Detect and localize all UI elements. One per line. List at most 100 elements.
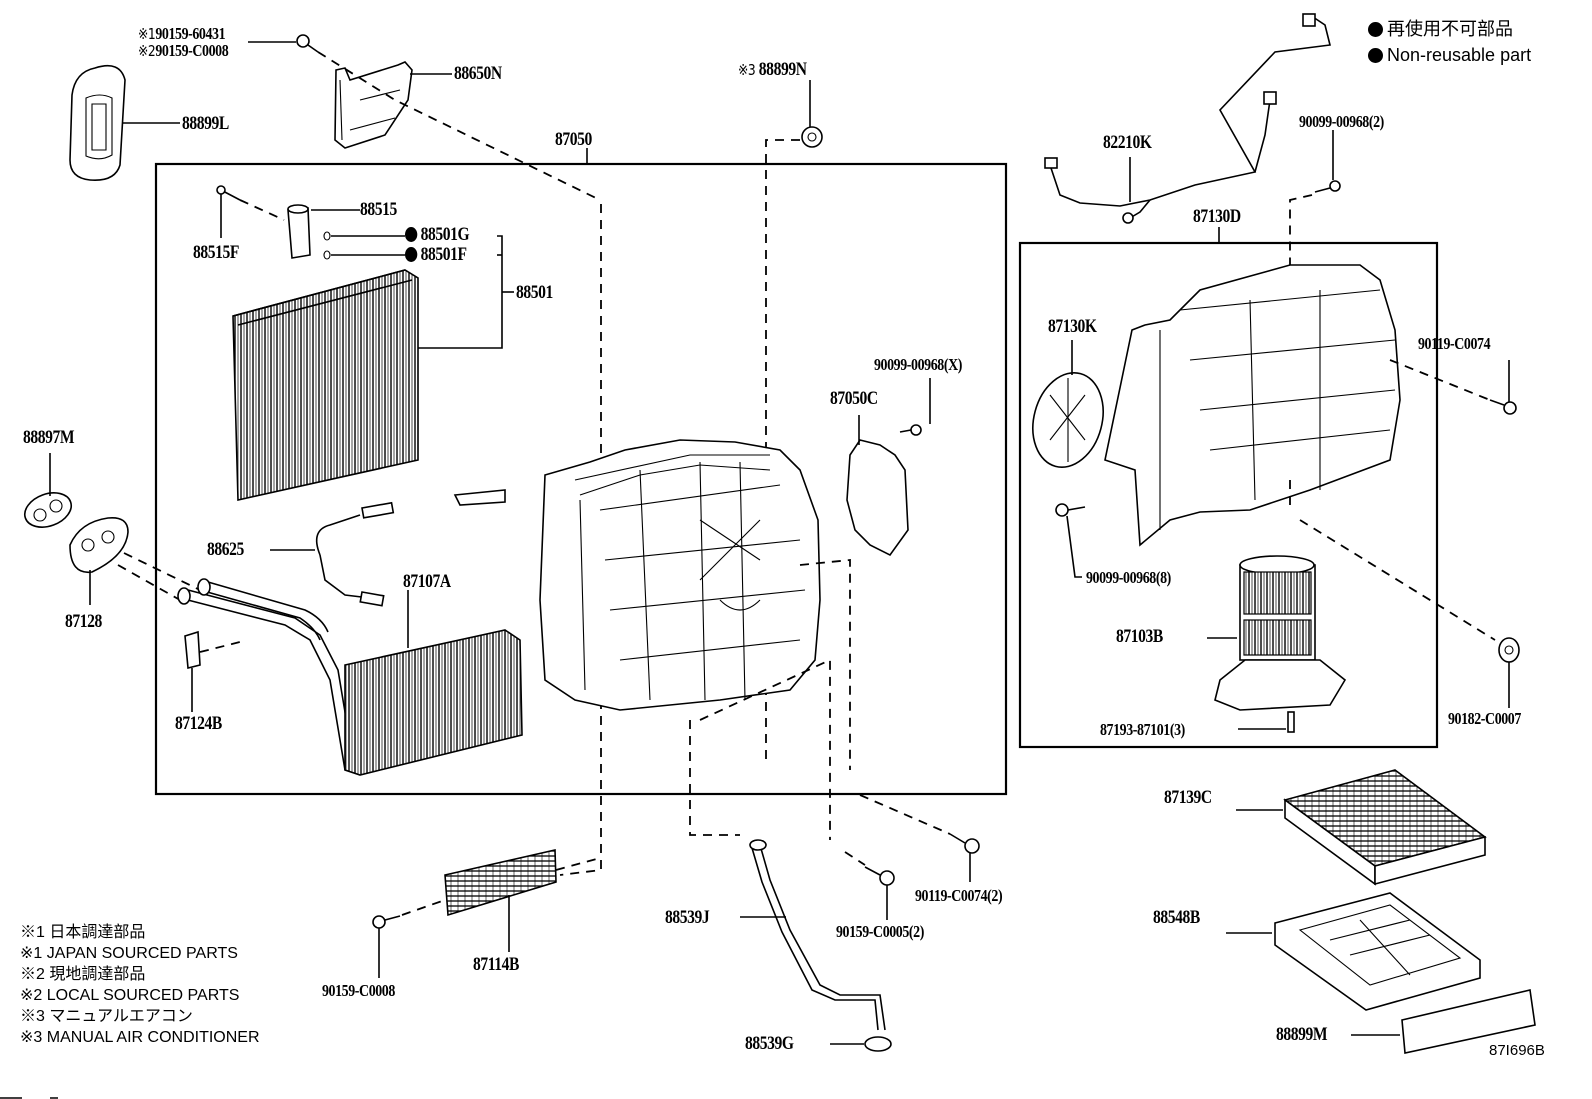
part-label-87114B[interactable]: 87114B <box>473 954 520 975</box>
legend-text-en: Non-reusable part <box>1387 45 1532 65</box>
part-label-87050C[interactable]: 87050C <box>830 388 878 409</box>
fan-plate-87130K-drawing <box>1032 340 1104 468</box>
part-label-87128[interactable]: 87128 <box>65 611 102 632</box>
heater-core-87107A-drawing <box>177 578 523 776</box>
note-line-6: ※3 MANUAL AIR CONDITIONER <box>20 1030 260 1046</box>
note-mark: ※1 <box>20 924 45 941</box>
part-label-90159-C0005-2[interactable]: 90159-C0005(2) <box>836 922 924 941</box>
note-mark: ※3 <box>738 61 756 79</box>
part-label-88897M[interactable]: 88897M <box>23 427 75 448</box>
plate-87128-drawing <box>69 516 129 605</box>
part-label-87050[interactable]: 87050 <box>555 129 592 150</box>
note-mark: ※1 <box>20 945 43 962</box>
part-label-88515[interactable]: 88515 <box>360 199 397 220</box>
blower-case-87130D-drawing <box>1104 264 1401 547</box>
part-label-90159-C0008-bottom[interactable]: 90159-C0008 <box>322 981 395 1000</box>
note-mark: ※1 <box>138 25 156 43</box>
note-line-2: ※1 JAPAN SOURCED PARTS <box>20 946 238 962</box>
part-label-87107A[interactable]: 87107A <box>403 571 451 592</box>
dash-88650N <box>317 51 601 201</box>
part-label-90159-C0008-top[interactable]: ※290159-C0008 <box>138 41 229 60</box>
part-label-90099-00968-2[interactable]: 90099-00968(2) <box>1299 112 1384 131</box>
legend-text-jp: 再使用不可部品 <box>1387 19 1513 39</box>
part-label-88515F[interactable]: 88515F <box>193 242 240 263</box>
part-number: 90159-C0008 <box>155 41 229 60</box>
dash-87128 <box>117 552 201 601</box>
non-reusable-dot-icon <box>1368 22 1383 37</box>
clip-90182-C0007-drawing <box>1299 519 1520 708</box>
screw-90119-C0074-2-drawing <box>859 794 980 882</box>
note-text: MANUAL AIR CONDITIONER <box>46 1029 260 1046</box>
assembly-box-87050 <box>154 162 1008 796</box>
part-label-87103B[interactable]: 87103B <box>1116 626 1163 647</box>
part-label-88548B[interactable]: 88548B <box>1153 907 1200 928</box>
note-text: LOCAL SOURCED PARTS <box>46 987 240 1004</box>
grommet-88539G-drawing <box>830 1036 892 1052</box>
bracket-88650N-drawing <box>334 61 452 149</box>
part-label-90119-C0074-2[interactable]: 90119-C0074(2) <box>915 886 1003 905</box>
part-label-88501F[interactable]: 88501F <box>405 245 467 264</box>
note-mark: ※2 <box>138 42 156 60</box>
dash-88899N <box>765 139 800 760</box>
part-label-90159-60431[interactable]: ※190159-60431 <box>138 24 226 43</box>
dash-87050-center <box>559 204 602 876</box>
screw-90119-C0074-drawing <box>1389 359 1517 415</box>
clip-88899N-drawing <box>801 80 823 148</box>
part-label-88501G[interactable]: 88501G <box>405 224 470 245</box>
blower-motor-87103B-drawing <box>1207 555 1347 733</box>
screw-90159-C0008-bottom-drawing <box>372 899 446 978</box>
filter-87139C-drawing <box>1236 769 1487 886</box>
legend-non-reusable-en: Non-reusable part <box>1368 46 1531 64</box>
part-label-87124B[interactable]: 87124B <box>175 713 222 734</box>
note-line-3: ※2 現地調達部品 <box>20 967 145 983</box>
note-mark: ※2 <box>20 987 43 1004</box>
part-label-87193-87101-3[interactable]: 87193-87101(3) <box>1100 720 1185 739</box>
grille-87114B-drawing <box>444 849 601 952</box>
clip-87124B-drawing <box>184 630 241 712</box>
screw-90099-00968-8-drawing <box>1055 503 1086 578</box>
part-label-82210K[interactable]: 82210K <box>1103 132 1152 153</box>
tray-88548B-drawing <box>1226 892 1481 1011</box>
screw-90159-C0005-2-drawing <box>844 851 895 920</box>
evaporator-88501-drawing <box>232 269 419 501</box>
part-label-88899M[interactable]: 88899M <box>1276 1024 1328 1045</box>
part-number: 88501G <box>420 224 470 245</box>
note-mark: ※2 <box>20 966 45 983</box>
part-label-88899N[interactable]: ※3 88899N <box>738 60 807 79</box>
non-reusable-dot-icon <box>405 247 418 262</box>
dash-hvac-lower <box>689 559 851 840</box>
non-reusable-dot-icon <box>1368 48 1383 63</box>
part-label-88650N[interactable]: 88650N <box>454 63 502 84</box>
part-number: 90159-60431 <box>155 24 226 43</box>
sensor-88625-drawing <box>270 501 395 607</box>
part-label-90099-00968-X[interactable]: 90099-00968(X) <box>874 355 962 374</box>
grommet-88897M-drawing <box>23 453 73 528</box>
part-label-90099-00968-8[interactable]: 90099-00968(8) <box>1086 568 1171 587</box>
cover-88899M-drawing <box>1351 989 1536 1054</box>
note-text: 日本調達部品 <box>49 924 146 941</box>
part-label-87130K[interactable]: 87130K <box>1048 316 1097 337</box>
note-mark: ※3 <box>20 1008 45 1025</box>
part-label-90119-C0074[interactable]: 90119-C0074 <box>1418 334 1491 353</box>
part-label-88625[interactable]: 88625 <box>207 539 244 560</box>
diagram-reference-code: 87I696B <box>1489 1042 1545 1059</box>
part-label-88539J[interactable]: 88539J <box>665 907 710 928</box>
note-line-1: ※1 日本調達部品 <box>20 925 145 941</box>
assembly-box-87130D <box>1018 241 1439 749</box>
part-label-88539G[interactable]: 88539G <box>745 1033 794 1054</box>
note-text: マニュアルエアコン <box>49 1008 193 1025</box>
part-number: 88899N <box>758 59 807 80</box>
part-number: 88501F <box>420 244 467 265</box>
bracket-87050C-drawing <box>846 378 931 557</box>
part-label-87139C[interactable]: 87139C <box>1164 787 1212 808</box>
part-label-88501[interactable]: 88501 <box>516 282 553 303</box>
note-mark: ※3 <box>20 1029 43 1046</box>
part-label-87130D[interactable]: 87130D <box>1193 206 1241 227</box>
part-label-88899L[interactable]: 88899L <box>182 113 229 134</box>
note-text: 現地調達部品 <box>49 966 146 983</box>
part-label-90182-C0007[interactable]: 90182-C0007 <box>1448 709 1521 728</box>
note-line-5: ※3 マニュアルエアコン <box>20 1009 193 1025</box>
valve-88515-drawing <box>216 185 514 349</box>
